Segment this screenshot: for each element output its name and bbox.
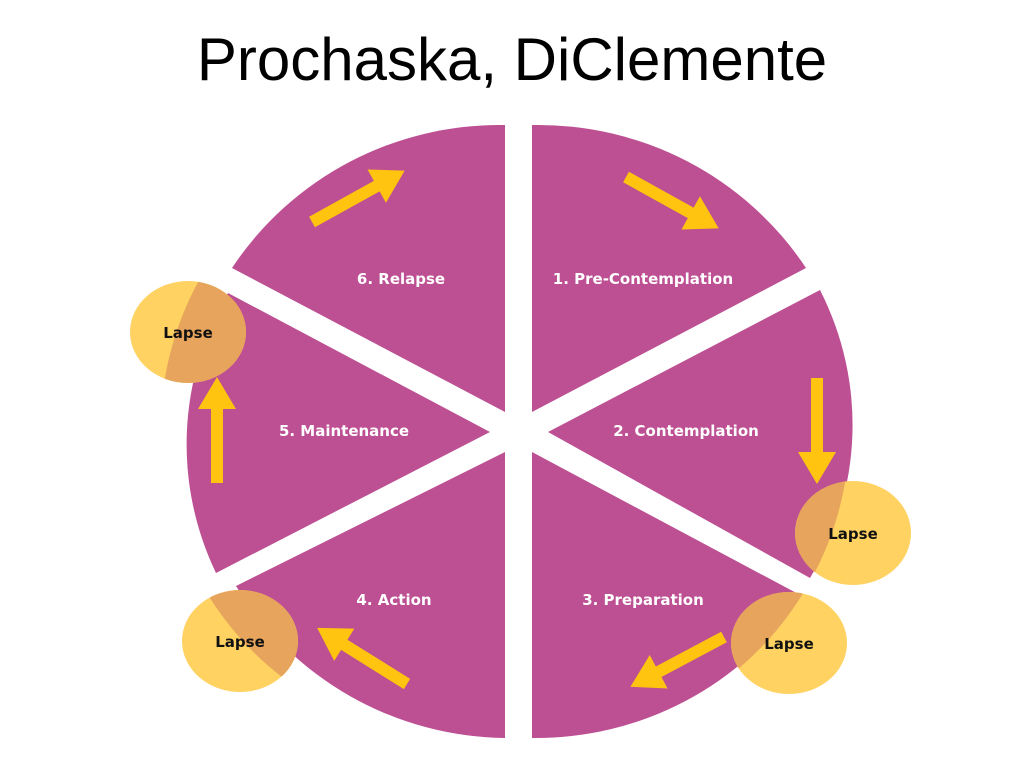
arrow-icon	[317, 627, 411, 690]
lapse-label: Lapse	[764, 635, 814, 653]
stage-label-relapse: 6. Relapse	[357, 270, 445, 288]
arrow-icon	[630, 631, 727, 689]
flow-arrows	[198, 169, 836, 690]
lapse-marker-maintenance: Lapse	[130, 281, 246, 383]
lapse-marker-action: Lapse	[182, 590, 298, 692]
stage-label-action: 4. Action	[356, 591, 431, 609]
lapse-label: Lapse	[163, 324, 213, 342]
stage-label-contemplation: 2. Contemplation	[613, 422, 759, 440]
arrow-icon	[198, 377, 236, 483]
wedge-maintenance	[186, 293, 490, 573]
lapse-marker-preparation: Lapse	[731, 592, 847, 694]
wedge-relapse	[232, 124, 505, 412]
lapse-label: Lapse	[828, 525, 878, 543]
arrow-icon	[798, 378, 836, 484]
wedge-action	[236, 452, 505, 738]
lapse-markers: Lapse Lapse Lapse Lapse	[130, 281, 911, 694]
stage-label-pre-contemplation: 1. Pre-Contemplation	[553, 270, 733, 288]
slide-title: Prochaska, DiClemente	[196, 26, 828, 93]
lapse-marker-contemplation: Lapse	[795, 481, 911, 585]
wheel	[186, 124, 853, 739]
stage-label-preparation: 3. Preparation	[582, 591, 704, 609]
wedge-contemplation	[548, 290, 853, 578]
stage-label-maintenance: 5. Maintenance	[279, 422, 409, 440]
arrow-icon	[623, 171, 719, 230]
arrow-icon	[309, 169, 405, 228]
wedge-preparation	[532, 452, 802, 739]
wedge-pre-contemplation	[532, 124, 806, 412]
lapse-label: Lapse	[215, 633, 265, 651]
